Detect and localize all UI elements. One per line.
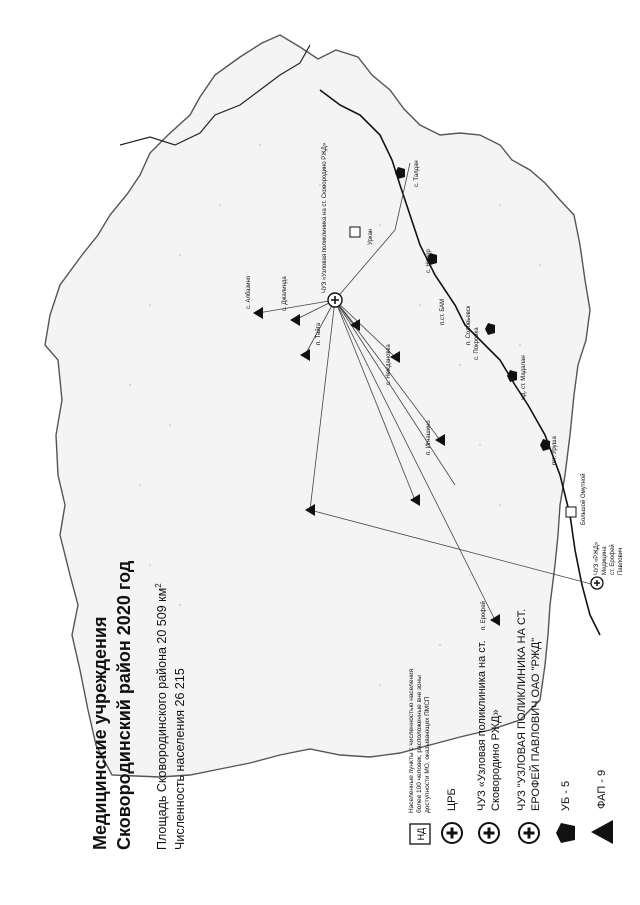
uz2-cross-icon [518,822,540,844]
heading-line-1: Медицинские учреждения [90,616,110,850]
railway-line [319,89,601,636]
label-urkan: Уркан [368,229,374,245]
legend-fap: ФАП - 9 [590,770,614,845]
uz1-line-2: Сковородино РЖД» [490,709,502,811]
label-taldan: с. Талдан [414,160,420,187]
amur-river [119,44,311,146]
legend-crb: ЦРБ [440,788,464,845]
label-erofey-4: Павлович [618,548,624,575]
label-dzhalinda: с. Джалинда [282,276,288,311]
area-line: Площадь Сковородинского района 20 509 км… [150,583,171,850]
legend-ub: УБ - 5 [555,781,577,845]
area-unit: км [155,587,170,602]
uz2-line-2: ЕРОФЕЙ ПАВЛОВИЧ ОАО "РЖД" [530,637,542,811]
legend-uz2: ЧУЗ "УЗЛОВАЯ ПОЛИКЛИНИКА НА СТ. ЕРОФЕЙ П… [515,609,543,845]
nd-line-3: доступности МО, оказывающих ПМСП [424,696,431,813]
district-boundary [44,34,591,778]
label-bam: п.ст. БАМ [440,299,446,325]
nd-square-icon: НД [409,823,431,845]
map-heading: Медицинские учреждения Сковородинский ра… [88,561,136,850]
area-label: Площадь Сковородинского района 20 509 [155,605,170,850]
label-tayga: п. Тайга [315,322,322,345]
ub-markers [395,167,550,451]
facility-erofey [590,576,604,590]
fap-label: ФАП - 9 [596,769,608,809]
legend-nd: НД Населенные пункты с численностью насе… [408,669,432,845]
nd-symbol: НД [416,828,426,841]
ub-label: УБ - 5 [560,780,572,811]
heading-line-2: Сковородинский район 2020 год [114,560,134,850]
label-madalan: жд. ст. Мадалан [521,355,527,400]
label-erofey-3: ст. Ерофей [609,544,616,575]
fap-triangle-icon [591,820,613,844]
uz2-text: ЧУЗ "УЗЛОВАЯ ПОЛИКЛИНИКА НА СТ. ЕРОФЕЙ П… [515,609,543,811]
ub-pentagon-icon [556,823,575,843]
label-erofey-2: Медицина [602,546,608,575]
label-urusha: пгт. Уруша [552,436,558,465]
label-pokrovka: с. Покровка [474,327,480,360]
label-erofey: ЧУЗ «РЖД» [594,541,600,575]
crb-label: ЦРБ [446,788,458,811]
nd-text: Населенные пункты с численностью населен… [408,669,432,813]
label-oldoy: п. Ерофей [480,601,487,630]
uz2-line-1: ЧУЗ "УЗЛОВАЯ ПОЛИКЛИНИКА НА СТ. [516,608,528,811]
nd-line-2: более 100 человек, расположенные вне зон… [416,675,423,813]
uz1-text: ЧУЗ «Узловая поликлиника на ст. Сковород… [475,640,503,811]
uz1-cross-icon [478,822,500,844]
facility-skovorodino [327,292,343,308]
label-bolshoy: Большой Омутной [580,473,587,525]
terrain-shading [128,143,542,686]
district-stats: Площадь Сковородинского района 20 509 км… [150,583,189,850]
label-nezhdanovka: с. Неждановка [386,344,392,385]
crb-cross-icon [441,822,463,844]
uz1-line-1: ЧУЗ «Узловая поликлиника на ст. [476,640,488,811]
area-sup: 2 [154,583,163,588]
population-line: Численность населения 26 215 [173,668,188,850]
fap-markers [253,307,500,626]
label-ignashino: п. Игнашино [426,420,432,455]
label-solovyevsk: п. Соловьевск [466,305,472,345]
nd-urkan [349,226,361,238]
legend-uz1: ЧУЗ «Узловая поликлиника на ст. Сковород… [475,640,503,845]
label-never: с. Невер [426,249,432,273]
nd-bolshoy [565,506,577,518]
label-skovorodino: ЧУЗ «Узловая поликлиника на ст. Сковород… [322,142,328,293]
label-albazino: с. Албазино [246,275,252,309]
nd-line-1: Населенные пункты с численностью населен… [408,668,415,813]
